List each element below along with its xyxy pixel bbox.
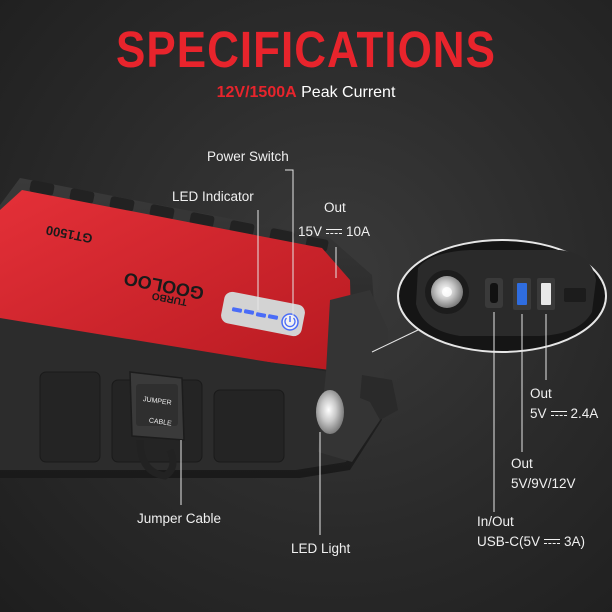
- power-switch-label: Power Switch: [207, 149, 289, 164]
- dc-symbol-icon: [550, 410, 567, 418]
- port-label-jumper: JUMPER: [142, 396, 171, 407]
- page-title: SPECIFICATIONS: [116, 22, 496, 79]
- dc-symbol-icon: [544, 538, 561, 546]
- usb-a-current: 2.4A: [570, 406, 599, 421]
- usb-a-out-value: 5V 2.4A: [530, 406, 598, 421]
- callout-lines: [180, 169, 419, 535]
- jumper-cable-label: Jumper Cable: [137, 511, 222, 526]
- port-callout-lines: [493, 312, 547, 512]
- usbc-title: In/Out: [477, 514, 514, 529]
- page-subtitle: 12V/1500A Peak Current: [0, 84, 612, 102]
- device-body: [0, 178, 398, 480]
- usbc-voltage: USB-C(5V: [477, 534, 541, 549]
- usbc-value: USB-C(5V 3A): [477, 534, 585, 549]
- port-zoom-view: [397, 239, 607, 353]
- dc-symbol-icon: [326, 228, 343, 236]
- peak-spec: 12V/1500A: [216, 84, 297, 101]
- led-indicator-bars: [231, 307, 279, 320]
- qc-out-title: Out: [511, 456, 533, 471]
- jumper-cable-port: [129, 371, 185, 441]
- port-label-cable: CABLE: [148, 417, 172, 427]
- out-12v-title: Out: [324, 200, 346, 215]
- usb-a-out-title: Out: [530, 386, 552, 401]
- out-12v-voltage: 15V: [298, 224, 323, 239]
- led-light-label: LED Light: [291, 541, 351, 556]
- usb-a-voltage: 5V: [530, 406, 547, 421]
- out-12v-current: 10A: [346, 224, 371, 239]
- control-pad: [221, 291, 305, 337]
- out-12v-value: 15V 10A: [298, 224, 370, 239]
- qc-out-value: 5V/9V/12V: [511, 476, 576, 491]
- led-indicator-label: LED Indicator: [172, 189, 254, 204]
- usbc-current: 3A): [564, 534, 586, 549]
- peak-spec-label: Peak Current: [301, 84, 396, 101]
